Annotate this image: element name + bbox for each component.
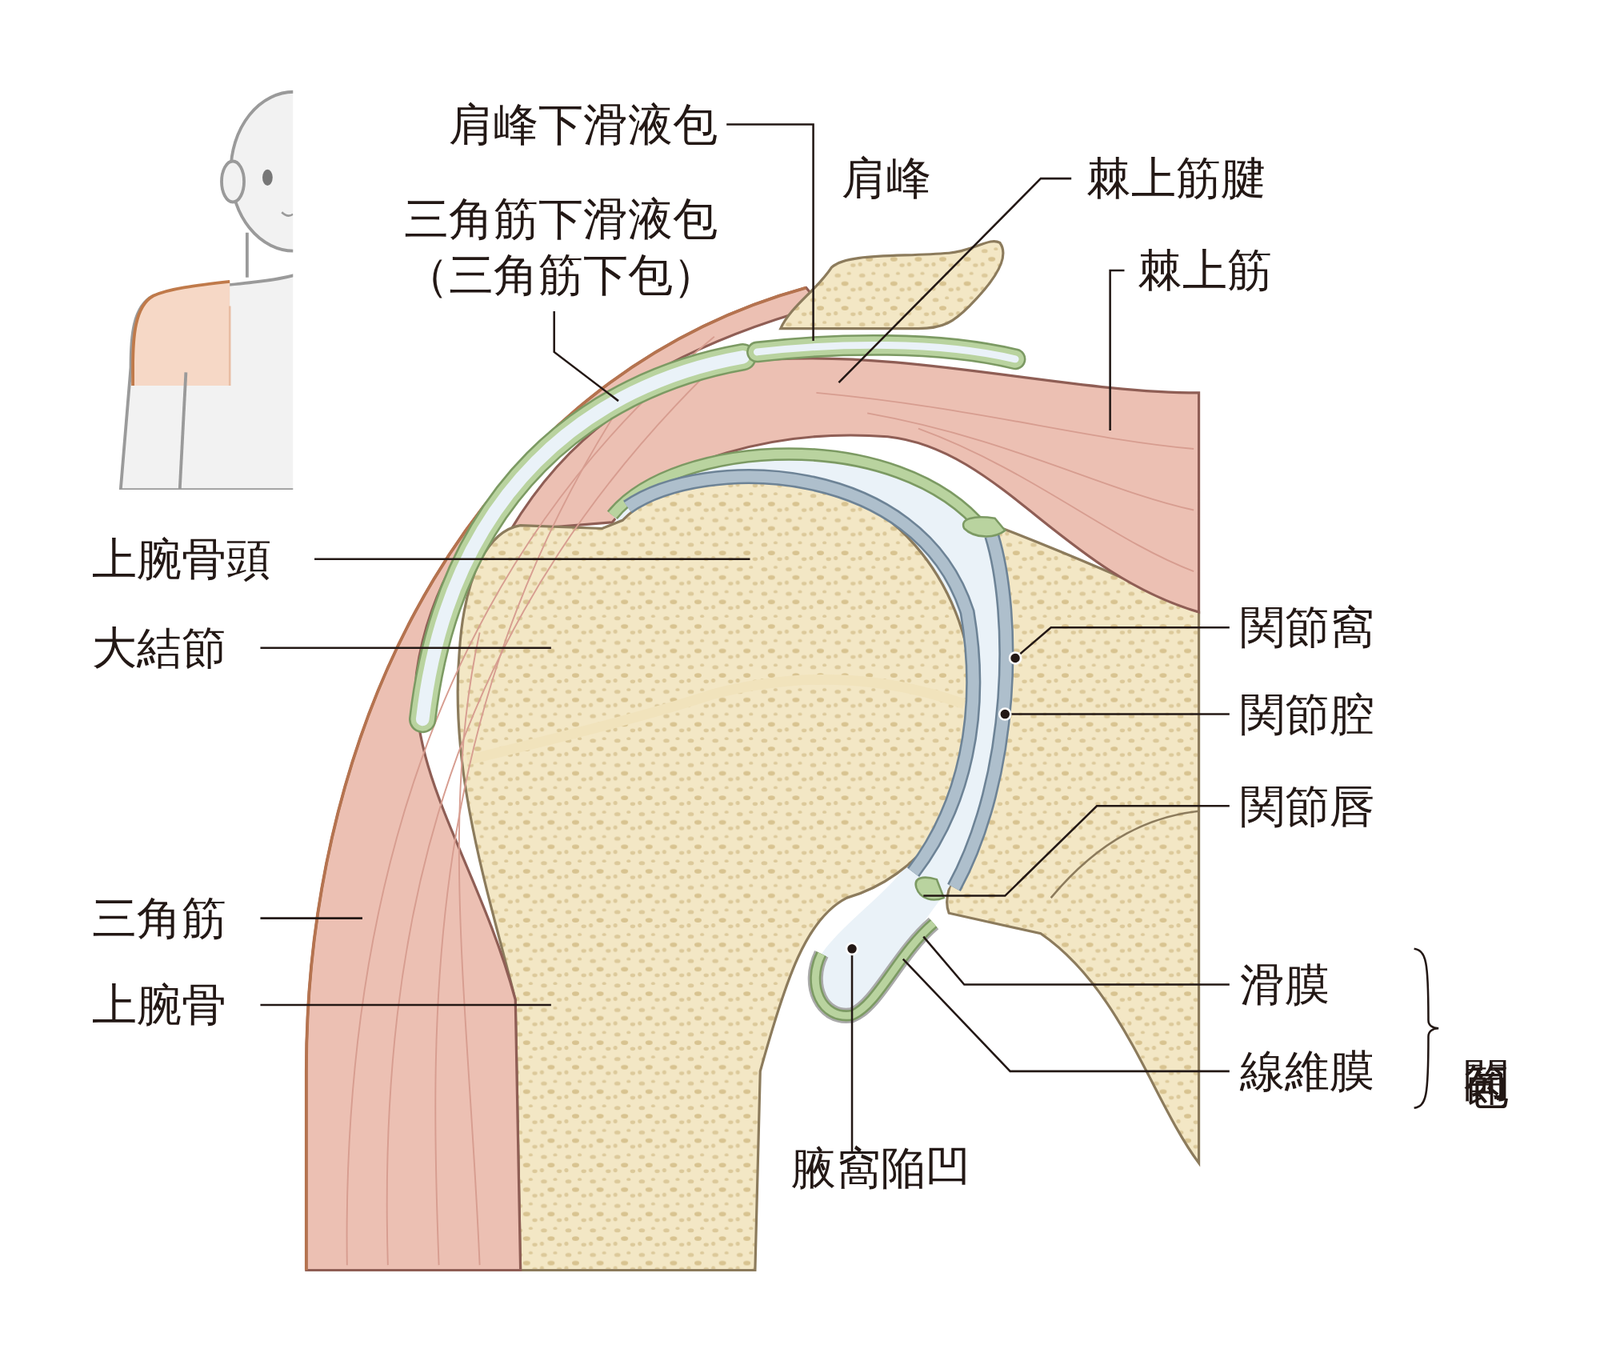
labrum	[963, 516, 1005, 536]
part-label: 上腕骨頭	[92, 531, 272, 588]
deltoid-muscle	[306, 288, 822, 1271]
leader-lines	[260, 124, 1439, 1153]
part-label: 棘上筋	[1137, 242, 1272, 299]
part-label: 関節包	[1459, 1024, 1516, 1034]
part-label: 関節腔	[1240, 686, 1375, 743]
part-label: 滑膜	[1240, 956, 1330, 1013]
part-label: 関節窩	[1240, 599, 1375, 656]
part-label: 上腕骨	[92, 976, 227, 1033]
part-label: 三角筋	[92, 890, 227, 947]
subdeltoid-bursa	[422, 356, 743, 720]
part-label: 線維膜	[1240, 1043, 1375, 1100]
locator-figure	[120, 92, 293, 490]
subacromial-bursa	[756, 344, 1016, 359]
leader-dots	[846, 652, 1021, 954]
part-label: 大結節	[92, 620, 227, 676]
part-label: 肩峰	[841, 150, 932, 207]
part-label: 三角筋下滑液包 （三角筋下包）	[357, 191, 718, 304]
part-label: 棘上筋腱	[1086, 150, 1266, 207]
part-label: 関節唇	[1240, 778, 1375, 835]
part-label: 肩峰下滑液包	[448, 96, 718, 153]
humerus	[457, 474, 975, 1271]
part-label: 腋窩陥凹	[791, 1140, 971, 1196]
